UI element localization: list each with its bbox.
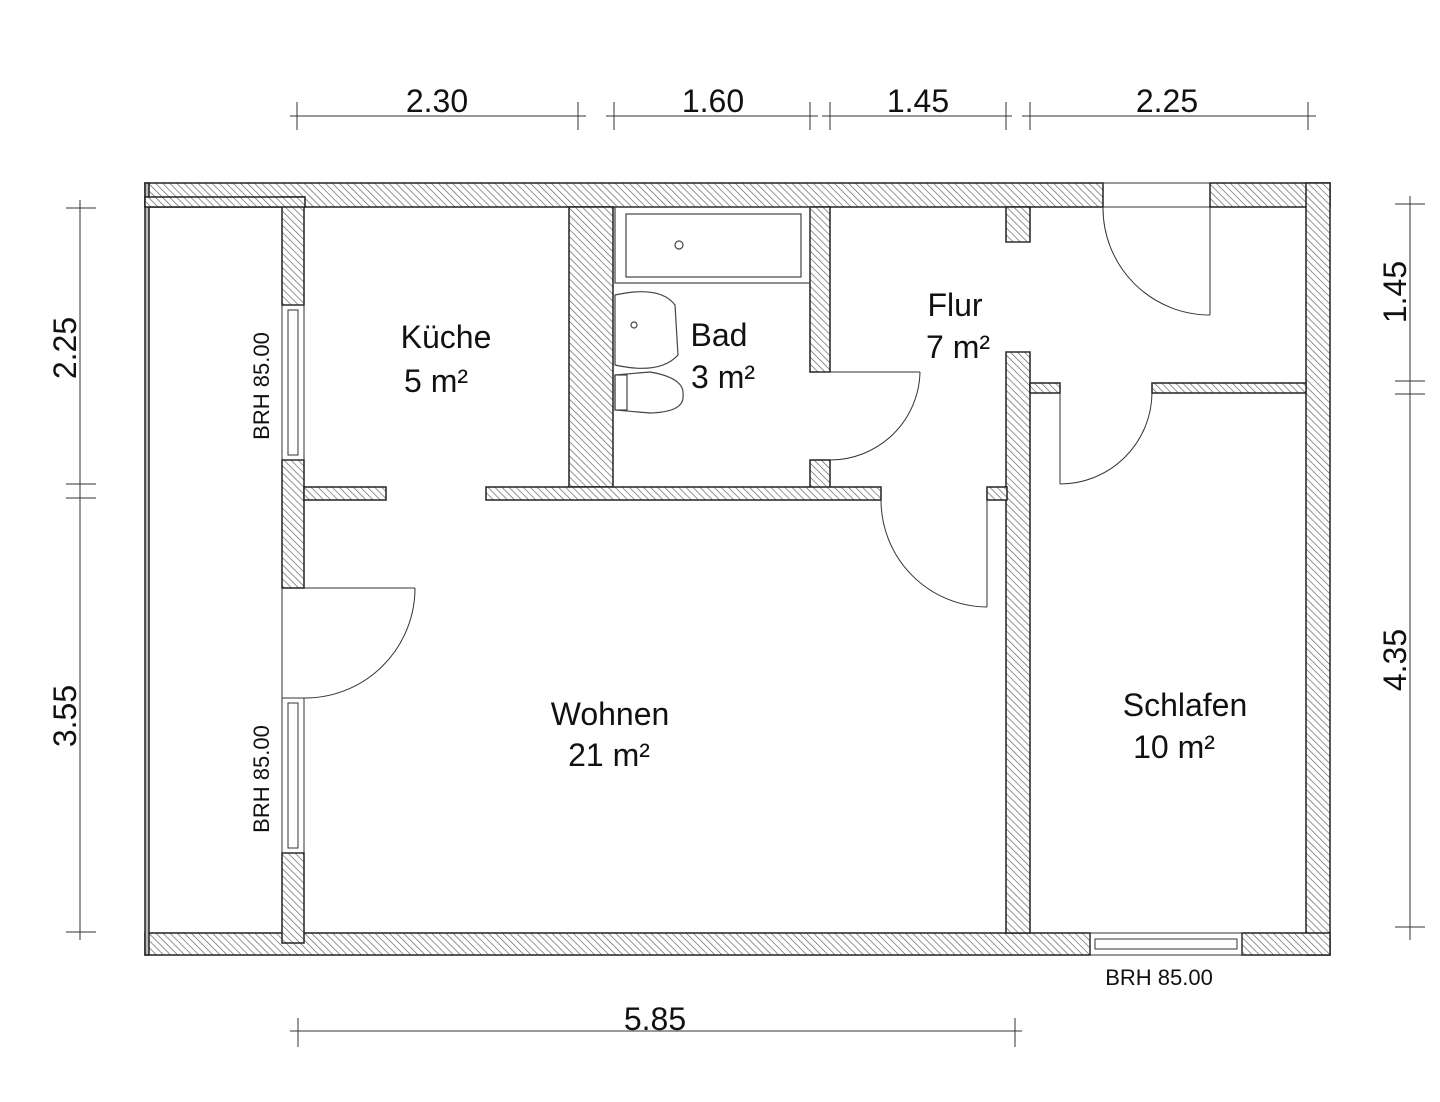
room-flur-name: Flur xyxy=(927,287,982,323)
dim-top-3: 1.45 xyxy=(887,83,949,119)
dim-right-1: 1.45 xyxy=(1377,261,1413,323)
doors xyxy=(281,206,1211,699)
dim-top-2: 1.60 xyxy=(682,83,744,119)
dim-top-1: 2.30 xyxy=(406,83,468,119)
room-schlafen-name: Schlafen xyxy=(1123,687,1248,723)
room-schlafen-area: 10 m² xyxy=(1133,729,1215,765)
dim-bottom: 5.85 xyxy=(624,1001,686,1037)
walls xyxy=(144,182,1331,956)
dim-left-1: 2.25 xyxy=(47,317,83,379)
dimension-lines xyxy=(66,102,1425,1047)
room-flur-area: 7 m² xyxy=(926,329,990,365)
window-label-left-upper: BRH 85.00 xyxy=(249,332,274,440)
window-label-bottom-right: BRH 85.00 xyxy=(1105,965,1213,990)
window-bottom-right xyxy=(1089,932,1243,956)
window-left-upper xyxy=(281,304,305,461)
washbasin xyxy=(614,291,679,369)
room-kueche-name: Küche xyxy=(401,319,492,355)
window-left-lower xyxy=(281,697,305,854)
room-kueche-area: 5 m² xyxy=(404,363,468,399)
window-label-left-lower: BRH 85.00 xyxy=(249,725,274,833)
toilet xyxy=(614,371,684,414)
room-bad-area: 3 m² xyxy=(691,359,755,395)
room-wohnen-name: Wohnen xyxy=(551,696,670,732)
room-wohnen-area: 21 m² xyxy=(568,737,650,773)
dim-top-4: 2.25 xyxy=(1136,83,1198,119)
room-bad-name: Bad xyxy=(691,317,748,353)
bathtub xyxy=(614,206,811,284)
dim-left-2: 3.55 xyxy=(47,685,83,747)
window-top-right xyxy=(1103,182,1210,208)
dim-right-2: 4.35 xyxy=(1377,629,1413,691)
